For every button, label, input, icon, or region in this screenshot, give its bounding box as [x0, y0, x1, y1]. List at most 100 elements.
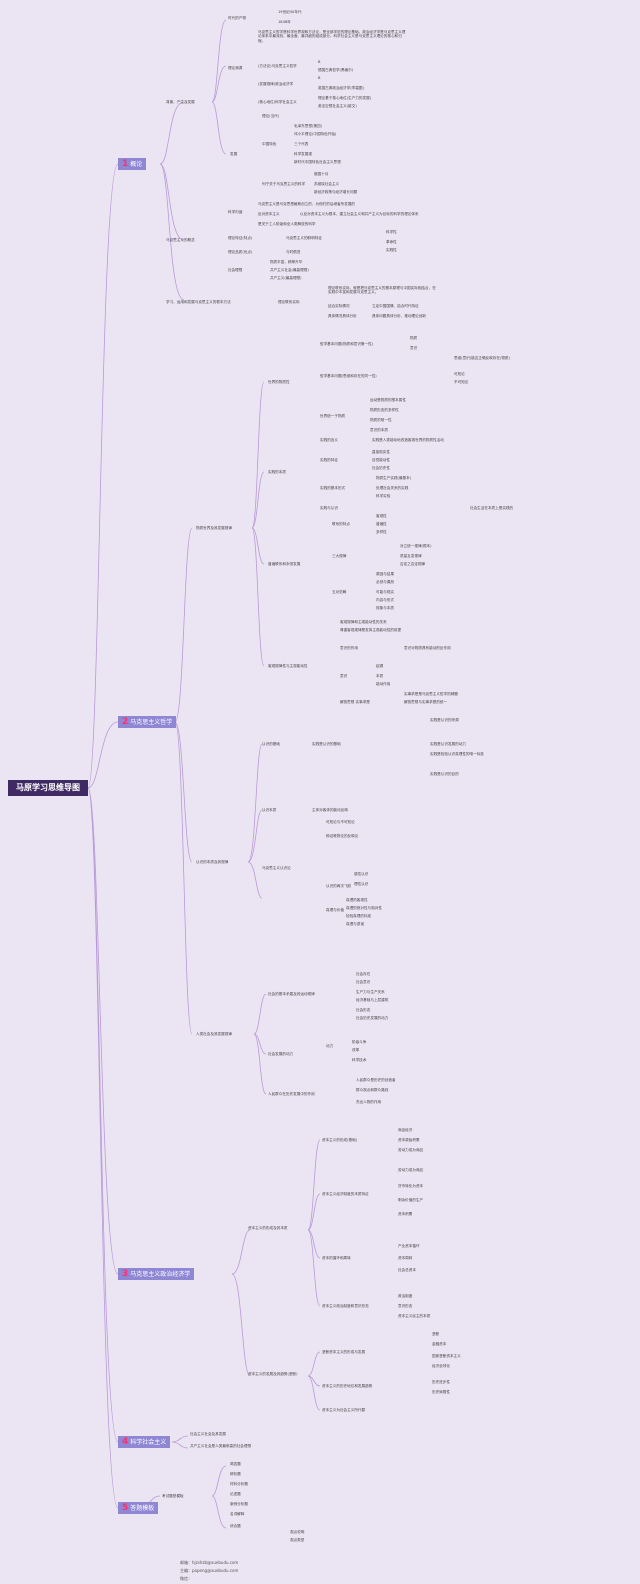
node: 共产主义(最高理想) — [270, 276, 302, 280]
node: 实践是人类能动地改造客观世界的物质性活动 — [372, 438, 444, 442]
node: 哲学基本问题(思维和存在的同一性) — [320, 374, 377, 378]
node: 毛泽东思想(第四) — [294, 124, 322, 128]
node: 1848年 — [278, 20, 291, 24]
node: 科学内涵 — [228, 210, 243, 214]
category-number: 2 — [122, 717, 129, 727]
node: 俄国十月 — [314, 172, 329, 176]
node: 理论联系实际 — [278, 300, 300, 304]
footer-email[interactable]: hjzshzb@xuebudu.com — [192, 1560, 239, 1565]
node: 生产力与生产关系 — [356, 990, 385, 994]
node: 多样性 — [376, 530, 387, 534]
node: 检验真理的标准 — [346, 914, 372, 918]
node: 历史局限性 — [432, 1390, 450, 1394]
footer-line-1: 邮箱：hjzshzb@xuebudu.com — [180, 1560, 238, 1566]
node: 英国古典政治经济学(李嘉图) — [318, 86, 364, 90]
node: 认识的基础 — [262, 742, 280, 746]
node: 真理与价值 — [326, 908, 344, 912]
node: 人民群众在历史发展中的作用 — [268, 1092, 315, 1096]
node: 名词解释 — [230, 1512, 245, 1516]
node: 理论渊源 — [228, 66, 243, 70]
footer-label: 主编： — [180, 1568, 192, 1573]
node: 起源 — [376, 664, 384, 668]
footer-line-3: 微信： — [180, 1576, 192, 1582]
node: 中国特色 — [262, 142, 277, 146]
node: 意识对物质具有能动的反作用 — [404, 646, 451, 650]
node: 认识的两次飞跃 — [326, 884, 352, 888]
node: 资本主义为社会主义所代替 — [322, 1408, 366, 1412]
node: 群众观点和群众路线 — [356, 1088, 389, 1092]
node: 可知论 — [454, 372, 465, 376]
node: 学习、运用和发展马克思主义的根本方法 — [166, 300, 231, 304]
footer-email[interactable]: papeng@xuebudu.com — [192, 1568, 239, 1573]
node: 苏维埃社会主义 — [314, 182, 340, 186]
node: 金融资本 — [432, 1342, 447, 1346]
node: 现象与本质 — [376, 606, 394, 610]
category-number: 4 — [122, 1437, 129, 1447]
category-number: 1 — [122, 159, 129, 169]
node: 思维(意识)能否正确反映存在(物质) — [454, 356, 510, 360]
node: 货币转化为资本 — [398, 1184, 424, 1188]
node: 反对资本主义 — [258, 212, 280, 216]
category-label: 科学社会主义 — [130, 1439, 167, 1446]
node: 实践是认识的目的 — [430, 772, 459, 776]
node: 自觉能动性 — [372, 458, 390, 462]
node: 以反对资本主义为根本，建立社会主义和共产主义为目标的科学的理论体系 — [300, 212, 419, 216]
node: 理论品质(优点) — [228, 250, 253, 254]
node: 五对范畴 — [332, 590, 347, 594]
node: 论述题 — [230, 1492, 241, 1496]
node: 处理社会关系的实践 — [376, 486, 409, 490]
node: 能动作用 — [376, 682, 391, 686]
node: 垄断 — [432, 1332, 440, 1336]
node: 邓小平理论(中国特色开始) — [294, 132, 337, 136]
node: 历史进步性 — [432, 1380, 450, 1384]
node: 实践是认识的基础 — [312, 742, 341, 746]
node: 社会理想 — [228, 268, 243, 272]
node: 综合题 — [230, 1524, 241, 1528]
category-label: 马克思主义哲学 — [130, 719, 173, 726]
node: 社会意识 — [356, 980, 371, 984]
node: (方法论)马克思主义哲学 — [258, 64, 297, 68]
node: 哲学基本问题(物质和意识第一性) — [320, 342, 374, 346]
node: 资本原始积累 — [398, 1138, 420, 1142]
node: 产业资本循环 — [398, 1244, 420, 1248]
node: 否定之否定规律 — [400, 562, 426, 566]
node: 资本积累 — [398, 1212, 413, 1216]
node-text: 理论联系实际，就是把马克思主义的基本原理与中国实际相结合，在实践中丰富和发展马克… — [328, 286, 436, 295]
node-c1-bg: 背景、产生及发展 — [166, 100, 195, 104]
node: 资本主义经济制度的本质特征 — [322, 1192, 369, 1196]
category-label: 马克思主义政治经济学 — [130, 1271, 191, 1278]
footer-line-2: 主编：papeng@xuebudu.com — [180, 1568, 238, 1574]
node: (核心地位)科学社会主义 — [258, 100, 297, 104]
node: 共产主义社会(最高理想) — [270, 268, 309, 272]
node: 解放思想 实事求是 — [340, 700, 370, 704]
node: 客观规律性与主观能动性 — [268, 664, 308, 668]
node: 实践性 — [386, 248, 397, 252]
node: 马克思主义的鲜明特征 — [286, 236, 322, 240]
node: 政治制度 — [398, 1294, 413, 1298]
node: 必然与偶然 — [376, 580, 394, 584]
node: 科学发展观 — [294, 152, 312, 156]
node: 运动是物质的根本属性 — [370, 398, 406, 402]
node: 物质 — [410, 336, 418, 340]
node: 可知论与不可知论 — [326, 820, 355, 824]
root-node: 马原学习思维导图 — [8, 780, 88, 796]
node: 劳动力成为商品 — [398, 1148, 424, 1152]
node: 辨析题 — [230, 1472, 241, 1476]
category-label: 答题模板 — [130, 1505, 155, 1512]
node: 19世纪40年代 — [278, 10, 302, 14]
node: 新经济政策与经济增长问题 — [314, 190, 358, 194]
node: 资本周转 — [398, 1256, 413, 1260]
node: 资本主义的发展及其趋势(垄断) — [248, 1372, 298, 1376]
node: 社会存在 — [356, 972, 371, 976]
node: 理论特征(特点) — [228, 236, 253, 240]
node: 发展 — [230, 152, 238, 156]
node: 实践的含义 — [320, 438, 338, 442]
node: 新时代中国特色社会主义思想 — [294, 160, 341, 164]
node: 时代的产物 — [228, 16, 246, 20]
node: 物质世界及其发展规律 — [196, 526, 232, 530]
node: 社会的基本矛盾及其运动规律 — [268, 992, 315, 996]
node: 意识的本质 — [370, 428, 388, 432]
